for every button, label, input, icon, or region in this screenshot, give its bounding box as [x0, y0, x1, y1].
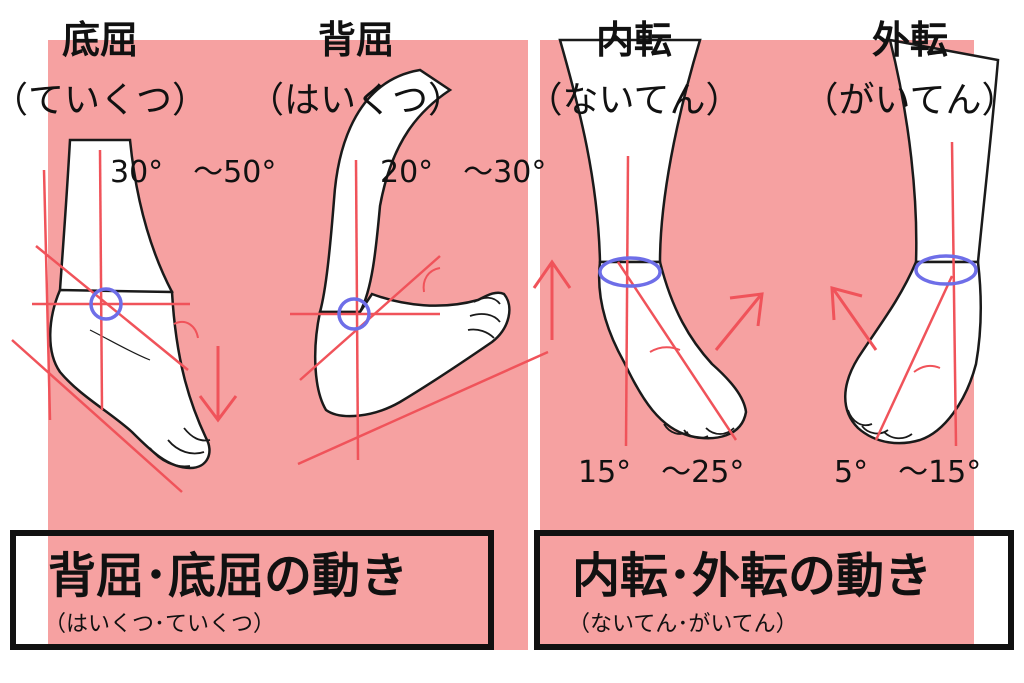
- ankle-joint-marker: [598, 256, 662, 288]
- foot-outline: [49, 288, 211, 470]
- caption-panel-rotation: 内転･外転の動き （ないてん･がいてん）: [534, 530, 1014, 650]
- axes-adduction: [598, 155, 764, 447]
- axes-abduction: [830, 141, 978, 447]
- toes: [663, 423, 735, 439]
- toes: [467, 296, 501, 339]
- ankle-joint-marker: [337, 297, 371, 331]
- diag-arrow-head: [729, 292, 764, 327]
- angle-arc: [173, 320, 199, 339]
- toes: [847, 409, 913, 440]
- foot-outline: [597, 260, 748, 440]
- foot-plantar-flexion: [49, 138, 211, 470]
- diag-arrow-shaft: [832, 289, 878, 351]
- angle-arc: [422, 267, 441, 293]
- movement-range-adduction: 15° 〜25°: [578, 455, 745, 490]
- movement-range-plantar-flexion: 30° 〜50°: [110, 155, 277, 190]
- vertical-axis: [354, 159, 360, 461]
- movement-title-abduction: 外転: [871, 18, 948, 62]
- movement-reading-abduction: （がいてん）: [802, 80, 1018, 121]
- caption-panel-subtitle: （はいくつ･ていくつ）: [44, 612, 276, 637]
- vertical-axis: [624, 155, 630, 447]
- foot-axis: [874, 275, 954, 441]
- vertical-axis: [98, 149, 104, 411]
- down-arrow-head: [198, 395, 238, 423]
- foot-abduction: [844, 38, 1000, 445]
- movement-title-dorsiflexion: 背屈: [317, 18, 394, 62]
- movement-range-dorsiflexion: 20° 〜30°: [380, 155, 547, 190]
- up-arrow-head: [532, 259, 572, 289]
- movement-title-adduction: 内転: [595, 18, 672, 62]
- foot-axis: [35, 245, 189, 371]
- axes-dorsiflexion: [290, 159, 572, 466]
- movement-title-plantar-flexion: 底屈: [61, 18, 138, 62]
- foot-adduction: [558, 38, 748, 440]
- movement-reading-dorsiflexion: （はいくつ）: [247, 80, 464, 121]
- vertical-axis: [950, 141, 958, 447]
- vertical-axis-2: [42, 169, 52, 421]
- ankle-joint-marker: [914, 254, 978, 286]
- sole-line: [11, 339, 183, 493]
- toes: [149, 427, 211, 468]
- caption-panel-subtitle: （ないてん･がいてん）: [568, 612, 798, 637]
- diag-arrow-shaft: [714, 295, 762, 351]
- foot-axis: [616, 261, 738, 441]
- angle-arc: [913, 364, 941, 373]
- caption-panel-title: 内転･外転の動き: [572, 548, 933, 604]
- caption-panel-title: 背屈･底屈の動き: [48, 548, 409, 604]
- diag-arrow-head: [830, 286, 863, 321]
- ankle-joint-marker: [89, 287, 123, 321]
- movement-reading-adduction: （ないてん）: [526, 80, 742, 121]
- foot-outline: [844, 260, 983, 445]
- sole-line: [297, 350, 549, 466]
- caption-panel-flexion: 背屈･底屈の動き （はいくつ･ていくつ）: [10, 530, 494, 650]
- movement-range-abduction: 5° 〜15°: [834, 455, 982, 490]
- axes-plantar-flexion: [11, 149, 238, 493]
- movement-reading-plantar-flexion: （ていくつ）: [0, 80, 208, 121]
- arch-crease: [89, 329, 151, 361]
- angle-arc: [649, 346, 681, 353]
